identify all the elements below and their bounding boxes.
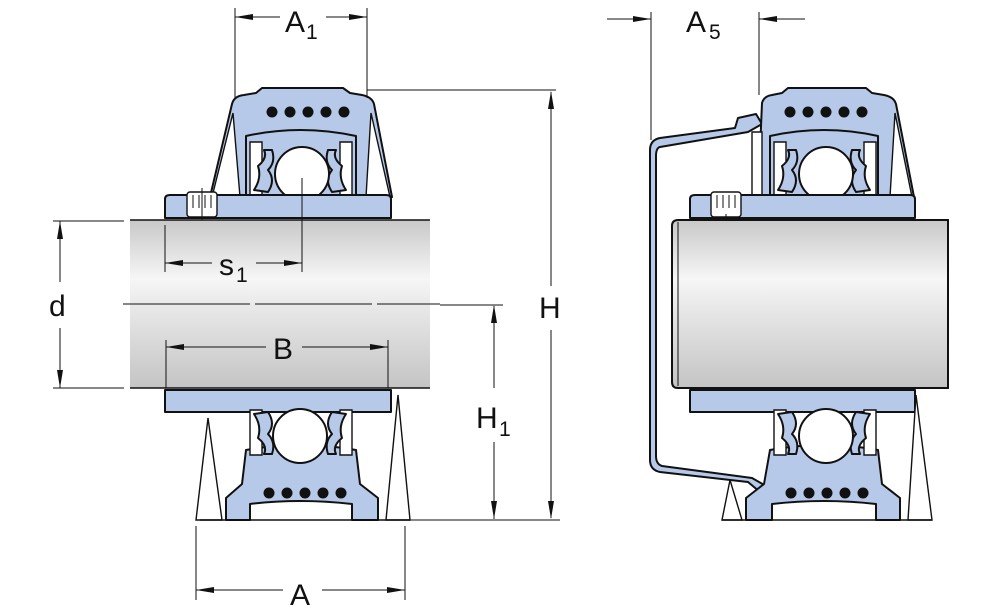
lower-housing <box>164 389 411 521</box>
dimension-A: A <box>195 526 406 611</box>
set-screw-right <box>710 191 742 225</box>
set-screw-left <box>186 188 218 222</box>
label-A5: A <box>686 6 706 39</box>
ball-lower-left <box>272 408 328 464</box>
svg-text:1: 1 <box>306 21 318 44</box>
ball-lower-right <box>798 408 854 464</box>
dimension-A1: A 1 <box>234 6 556 98</box>
lubrication-holes-lower-right <box>785 487 869 499</box>
label-A: A <box>290 579 310 611</box>
dimension-H1: H 1 <box>440 304 511 519</box>
ball-upper-right <box>798 146 854 202</box>
right-view <box>649 87 949 521</box>
upper-housing <box>164 87 393 222</box>
dimension-H: H <box>410 91 561 521</box>
label-B: B <box>273 333 293 366</box>
dimension-B: B <box>165 333 389 388</box>
label-H1: H <box>476 402 498 435</box>
lubrication-holes-lower-left <box>263 487 347 499</box>
svg-text:1: 1 <box>499 418 511 441</box>
svg-text:5: 5 <box>709 21 721 44</box>
label-A1: A <box>285 6 305 39</box>
dimension-A5: A 5 <box>607 6 805 140</box>
dimension-s1: s 1 <box>164 178 303 287</box>
shaft-right <box>671 219 949 389</box>
left-view <box>123 87 440 521</box>
label-s1: s <box>219 249 234 282</box>
lubrication-holes-upper-right <box>784 106 868 118</box>
lubrication-holes-upper-left <box>266 106 350 118</box>
dimension-d: d <box>49 220 124 389</box>
label-d: d <box>49 290 66 323</box>
shaft-left <box>123 219 440 389</box>
end-cover <box>649 113 767 493</box>
svg-text:1: 1 <box>236 264 248 287</box>
label-H: H <box>539 292 561 325</box>
